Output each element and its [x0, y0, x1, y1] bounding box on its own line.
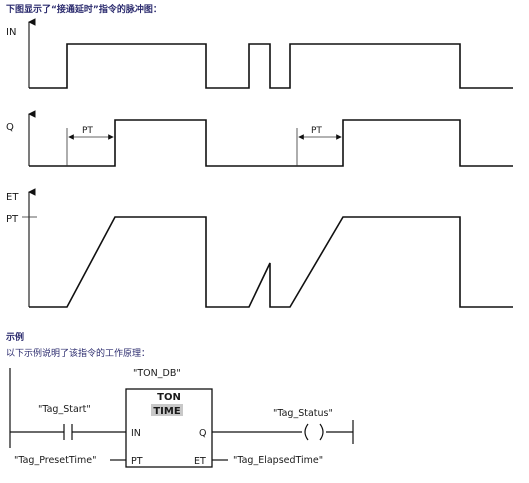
pin-pt-label: PT: [131, 456, 143, 467]
et-signal: ET PT: [6, 188, 513, 308]
block-datatype-label: TIME: [153, 406, 180, 417]
tag-status-label: "Tag_Status": [273, 408, 333, 419]
output-coil-tag-status[interactable]: [304, 423, 324, 441]
example-heading: 示例: [6, 331, 24, 343]
in-label: IN: [6, 27, 16, 38]
pin-in-label: IN: [131, 428, 141, 439]
datatype-badge: [151, 404, 183, 416]
pt-arrow-label: PT: [82, 126, 93, 136]
page-title: 下图显示了“接通延时”指令的脉冲图：: [6, 3, 162, 15]
in-waveform: [29, 43, 513, 89]
in-signal: IN: [6, 18, 513, 89]
et-waveform: [29, 216, 513, 308]
pt-arrow-label: PT: [311, 126, 322, 136]
no-contact-tag-start[interactable]: [63, 424, 73, 440]
pin-q-label: Q: [199, 428, 206, 439]
ladder-network: "Tag_Start" "TON_DB" TON TIME IN Q PT ET…: [9, 368, 354, 468]
ton-block[interactable]: [125, 388, 213, 468]
q-label: Q: [6, 122, 14, 133]
pt-level-label: PT: [6, 214, 19, 225]
q-waveform: [29, 119, 513, 167]
tag-elapsed-label: "Tag_ElapsedTime": [233, 455, 323, 466]
example-description: 以下示例说明了该指令的工作原理：: [6, 347, 150, 359]
pin-et-label: ET: [194, 456, 206, 467]
et-label: ET: [6, 192, 19, 203]
q-signal: Q PT PT: [6, 110, 513, 167]
block-type-label: TON: [157, 392, 181, 403]
tag-preset-label: "Tag_PresetTime": [14, 455, 96, 466]
instance-db-label: "TON_DB": [133, 368, 181, 379]
tag-start-label: "Tag_Start": [38, 404, 91, 415]
